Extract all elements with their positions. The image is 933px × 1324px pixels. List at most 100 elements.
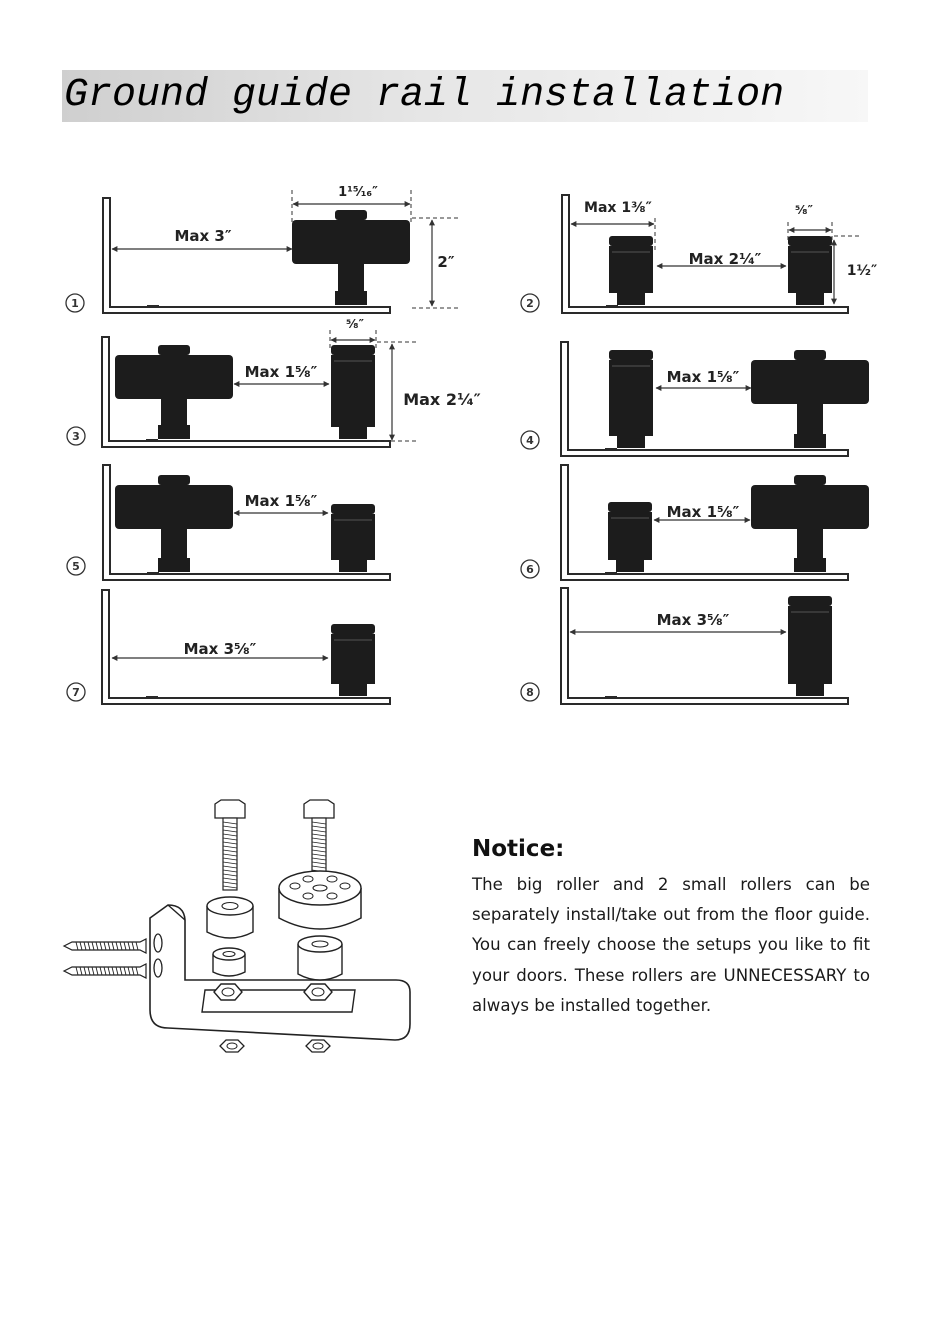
bolt-thread xyxy=(311,837,327,841)
wheel-hole xyxy=(326,892,338,900)
screw-thread xyxy=(83,941,87,951)
screw-thread xyxy=(115,941,119,951)
screw-thread xyxy=(131,941,135,951)
bracket-slot xyxy=(147,305,159,308)
bolt-thread xyxy=(222,829,238,833)
small-roller xyxy=(608,512,652,560)
bracket-edge xyxy=(167,904,186,921)
screw-thread xyxy=(107,966,111,976)
bolt-thread xyxy=(311,861,327,865)
bracket-slot xyxy=(606,305,618,308)
small-roller xyxy=(788,606,832,684)
notice-body: The big roller and 2 small rollers can b… xyxy=(472,875,870,1015)
hex-nut xyxy=(617,434,645,448)
screw-thread xyxy=(87,966,91,976)
bracket-slot xyxy=(605,448,617,451)
bolt-head xyxy=(794,475,826,485)
screw-thread xyxy=(95,966,99,976)
floor-bracket xyxy=(560,464,849,581)
small-spacer-hole xyxy=(222,950,236,958)
hex-nut xyxy=(796,291,824,305)
wheel-hole xyxy=(326,875,338,883)
dimension-label: Max 1⁵⁄₈″ xyxy=(245,492,318,510)
roller-cap xyxy=(331,624,375,634)
spacer-hole xyxy=(221,901,239,911)
dimension-label: Max 3⁵⁄₈″ xyxy=(657,611,730,629)
big-roller xyxy=(115,355,233,399)
hex-nut xyxy=(335,291,367,305)
dimension-label: Max 3″ xyxy=(174,227,231,245)
bolt-thread xyxy=(311,825,327,829)
setup-number-circle xyxy=(65,293,85,313)
nut-hole xyxy=(311,987,325,997)
setup-number: 8 xyxy=(526,686,534,699)
bolt-head xyxy=(214,799,246,819)
setup-number-circle xyxy=(520,293,540,313)
bolt-thread xyxy=(222,885,238,889)
bolt-thread xyxy=(222,873,238,877)
setup-3: Max 1⁵⁄₈″⁵⁄₈″Max 2¹⁄₄″3 xyxy=(66,317,481,448)
bolt-thread xyxy=(222,877,238,881)
bracket-slot xyxy=(605,572,617,575)
bolt-thread xyxy=(222,845,238,849)
bracket-slot xyxy=(605,696,617,699)
roller-cap xyxy=(609,350,653,360)
screw-thread xyxy=(75,966,79,976)
bolt-thread xyxy=(222,833,238,837)
screw-thread xyxy=(135,966,139,976)
screw-thread xyxy=(79,966,83,976)
setup-number-circle xyxy=(520,559,540,579)
setup-number: 1 xyxy=(71,297,79,310)
small-roller xyxy=(331,514,375,560)
dimension-label: ⁵⁄₈″ xyxy=(346,317,365,331)
dimension-label: Max 1⁵⁄₈″ xyxy=(667,368,740,386)
hex-nut xyxy=(158,558,190,572)
screw-thread xyxy=(91,941,95,951)
big-roller xyxy=(751,485,869,529)
wheel-hole xyxy=(302,892,314,900)
screw-slot xyxy=(153,933,163,953)
dimension-label: Max 3⁵⁄₈″ xyxy=(184,640,257,658)
screw-thread xyxy=(103,966,107,976)
wheel-hole xyxy=(289,882,301,890)
setup-1: Max 3″1¹⁵⁄₁₆″2″1 xyxy=(65,185,460,314)
big-roller xyxy=(115,485,233,529)
screw-thread xyxy=(103,941,107,951)
small-roller xyxy=(609,360,653,436)
bolt-thread xyxy=(222,869,238,873)
bolt-thread xyxy=(311,849,327,853)
small-roller xyxy=(609,246,653,293)
screw-thread xyxy=(127,966,131,976)
hex-nut xyxy=(339,425,367,439)
bolt-head xyxy=(794,350,826,360)
roller-cap xyxy=(788,596,832,606)
roller-shaft xyxy=(797,404,823,434)
roller-shaft xyxy=(797,529,823,558)
screw-thread xyxy=(135,941,139,951)
bolt-head xyxy=(158,345,190,355)
screw-thread xyxy=(119,966,123,976)
roller-shaft xyxy=(161,399,187,425)
bolt-thread xyxy=(311,853,327,857)
page-title: Ground guide rail installation xyxy=(64,73,785,118)
screw-thread xyxy=(115,966,119,976)
bolt-thread xyxy=(311,845,327,849)
setup-number-circle xyxy=(66,682,86,702)
bolt-thread xyxy=(311,829,327,833)
bolt-thread xyxy=(222,857,238,861)
wheel-center xyxy=(312,884,328,892)
big-roller xyxy=(292,220,410,264)
setup-number: 3 xyxy=(72,430,80,443)
hex-nut xyxy=(617,291,645,305)
exploded-assembly-drawing xyxy=(62,799,411,1053)
setup-2: Max 1³⁄₈″⁵⁄₈″Max 2¹⁄₄″1¹⁄₂″2 xyxy=(520,194,877,314)
bolt-thread xyxy=(222,881,238,885)
floor-bracket xyxy=(102,197,391,314)
hex-nut xyxy=(339,682,367,696)
wheel-hole xyxy=(339,882,351,890)
spacer xyxy=(297,944,343,981)
dimension-label: 2″ xyxy=(437,253,454,271)
floor-bracket xyxy=(102,464,391,581)
bolt-thread xyxy=(311,841,327,845)
